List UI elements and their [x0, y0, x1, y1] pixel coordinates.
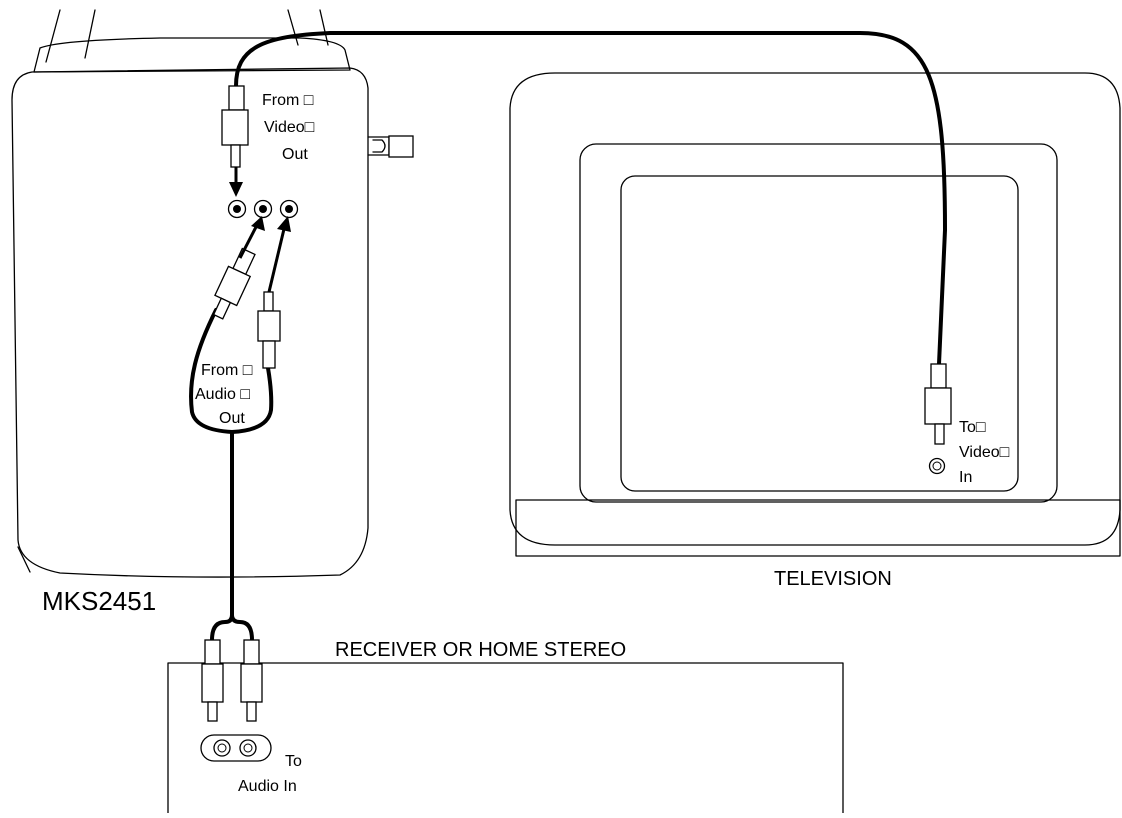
- device-body: [11, 67, 369, 578]
- television: [509, 72, 1121, 557]
- device-side-connector: [367, 135, 414, 158]
- label-to-video-in: To□ Video□ In: [959, 419, 1010, 486]
- mks2451-device: [11, 9, 414, 578]
- receiver-audio-in-jacks: [200, 734, 272, 762]
- audio-plug-left: [212, 247, 256, 320]
- audio-plugs-receiver: [201, 639, 263, 722]
- television-label: TELEVISION: [774, 568, 892, 590]
- video-plug-device: [221, 85, 249, 197]
- to-audio-in-line-2: Audio In: [238, 778, 297, 795]
- device-top-tray: [33, 37, 351, 73]
- from-video-out-line-2: Video□: [264, 119, 315, 136]
- tv-cabinet: [509, 72, 1121, 546]
- receiver: [167, 662, 844, 814]
- device-jacks: [227, 199, 299, 219]
- label-to-audio-in: To Audio In: [238, 753, 302, 795]
- tv-bezel: [579, 143, 1058, 503]
- to-video-in-line-1: To□: [959, 419, 986, 436]
- to-video-in-line-2: Video□: [959, 444, 1010, 461]
- device-lower-edge: [17, 546, 31, 573]
- device-model-label: MKS2451: [42, 586, 156, 616]
- video-plug-tv: [924, 363, 952, 445]
- from-video-out-line-1: From □: [262, 92, 314, 109]
- receiver-label: RECEIVER OR HOME STEREO: [335, 639, 626, 661]
- tv-screen: [620, 175, 1019, 492]
- device-antennas: [45, 9, 329, 63]
- video-cable: [221, 31, 952, 445]
- tv-stand-shadow: [515, 499, 1121, 557]
- audio-plug-right: [257, 291, 281, 369]
- from-audio-out-line-3: Out: [219, 410, 245, 427]
- from-video-out-line-3: Out: [282, 146, 308, 163]
- label-from-audio-out: From □ Audio □ Out: [195, 362, 253, 427]
- receiver-box: [167, 662, 844, 814]
- to-video-in-line-3: In: [959, 469, 972, 486]
- from-audio-out-line-2: Audio □: [195, 386, 250, 403]
- label-from-video-out: From □ Video□ Out: [262, 92, 315, 163]
- to-audio-in-line-1: To: [285, 753, 302, 770]
- from-audio-out-line-1: From □: [201, 362, 253, 379]
- audio-cable: [189, 216, 291, 722]
